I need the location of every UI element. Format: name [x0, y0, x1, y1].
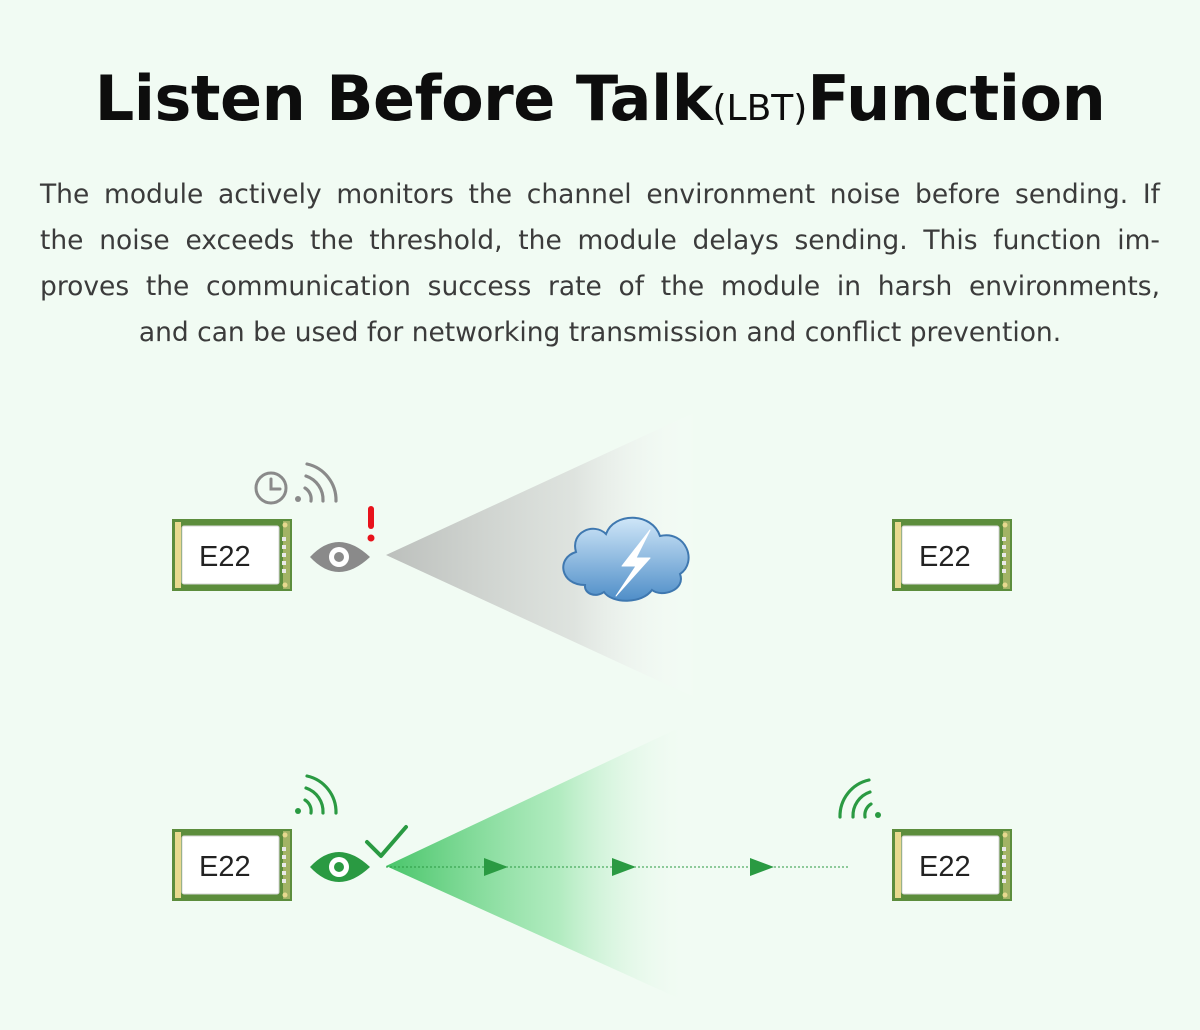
- sensing-beam-noisy: [386, 410, 700, 700]
- signal-icon: [295, 774, 338, 815]
- description-line: The module actively monitors the channel…: [40, 179, 1160, 210]
- alert-icon: [367, 506, 375, 542]
- arrow-icon: [484, 858, 508, 876]
- transmission-beam-clear: [386, 718, 700, 1008]
- title-tail: Function: [807, 62, 1106, 135]
- e22-module-bottom-sender: E22: [171, 828, 293, 902]
- description-line: proves the communication success rate of…: [40, 271, 1160, 302]
- storm-cloud-icon: [562, 516, 690, 602]
- module-label: E22: [919, 851, 971, 883]
- arrow-icon: [612, 858, 636, 876]
- module-label: E22: [199, 541, 251, 573]
- e22-module-top-receiver: E22: [891, 518, 1013, 592]
- checkmark-icon: [365, 825, 408, 858]
- signal-icon: [295, 462, 338, 503]
- eye-icon: [310, 852, 370, 882]
- description-line: and can be used for networking transmiss…: [138, 317, 1062, 348]
- title-main: Listen Before Talk: [94, 62, 713, 135]
- module-label: E22: [919, 541, 971, 573]
- e22-module-top-sender: E22: [171, 518, 293, 592]
- title-abbreviation: (LBT): [712, 88, 808, 129]
- e22-module-bottom-receiver: E22: [891, 828, 1013, 902]
- description-line: the noise exceeds the threshold, the mod…: [40, 225, 1160, 256]
- page-title: Listen Before Talk(LBT)Function: [0, 62, 1200, 135]
- clock-icon: [254, 471, 288, 505]
- module-label: E22: [199, 851, 251, 883]
- description: The module actively monitors the channel…: [40, 172, 1160, 356]
- eye-icon: [310, 542, 370, 572]
- arrow-icon: [750, 858, 774, 876]
- signal-icon: [838, 778, 881, 819]
